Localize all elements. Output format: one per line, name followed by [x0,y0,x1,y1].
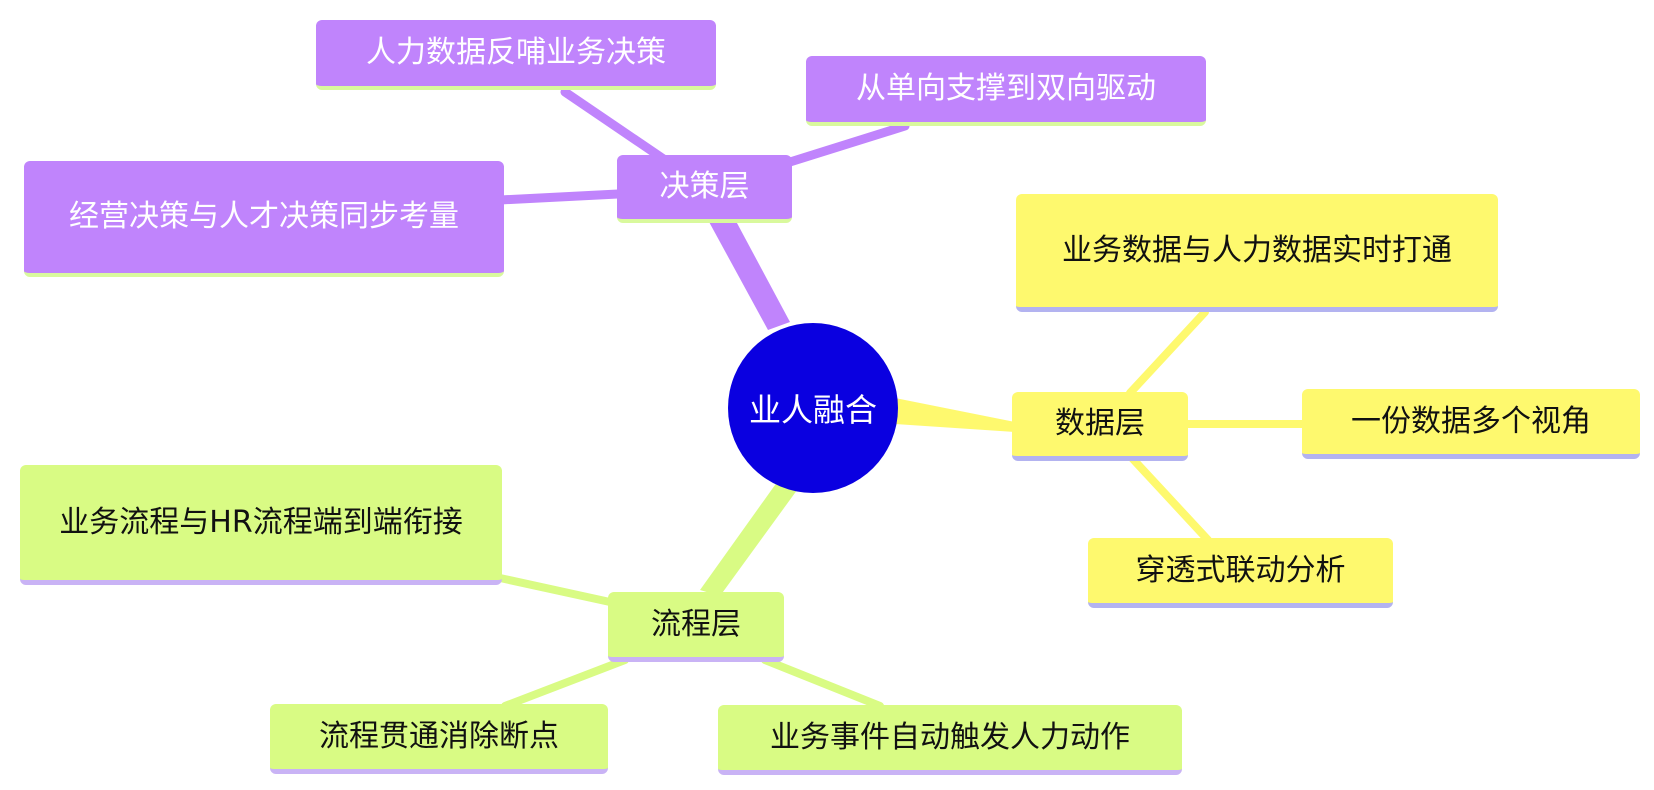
branch-data-label: 数据层 [1055,406,1145,441]
branch-decision-label: 决策层 [659,169,750,204]
link-data-child-1 [1126,308,1209,397]
data-child-3-label: 穿透式联动分析 [1135,552,1346,588]
process-child-3[interactable]: 业务事件自动触发人力动作 [718,705,1182,775]
process-child-2-label: 流程贯通消除断点 [319,718,559,754]
root-node[interactable]: 业人融合 [728,323,898,493]
link-data-child-3 [1128,454,1212,544]
link-root-decision [708,210,790,330]
branch-process[interactable]: 流程层 [608,592,784,662]
process-child-3-label: 业务事件自动触发人力动作 [770,719,1130,755]
branch-decision[interactable]: 决策层 [617,155,792,223]
branch-data[interactable]: 数据层 [1012,392,1188,461]
process-child-2[interactable]: 流程贯通消除断点 [270,704,608,774]
process-child-1-label: 业务流程与HR流程端到端衔接 [59,504,463,540]
link-decision-child-2 [785,121,910,167]
link-decision-child-1 [560,87,670,165]
link-process-child-3 [761,656,884,710]
data-child-2[interactable]: 一份数据多个视角 [1302,389,1640,459]
link-root-process [700,478,800,596]
data-child-1[interactable]: 业务数据与人力数据实时打通 [1016,194,1498,312]
decision-child-1-label: 人力数据反哺业务决策 [366,35,666,70]
data-child-2-label: 一份数据多个视角 [1351,403,1591,439]
data-child-3[interactable]: 穿透式联动分析 [1088,538,1393,608]
decision-child-3[interactable]: 经营决策与人才决策同步考量 [24,161,504,277]
decision-child-2[interactable]: 从单向支撑到双向驱动 [806,56,1206,126]
data-child-1-label: 业务数据与人力数据实时打通 [1062,232,1452,268]
decision-child-3-label: 经营决策与人才决策同步考量 [69,199,459,234]
link-decision-child-3 [495,189,623,205]
branch-process-label: 流程层 [651,606,741,642]
decision-child-1[interactable]: 人力数据反哺业务决策 [316,20,716,90]
link-process-child-1 [496,574,614,606]
root-label: 业人融合 [748,391,877,429]
link-process-child-2 [501,656,629,710]
decision-child-2-label: 从单向支撑到双向驱动 [856,71,1156,106]
link-root-data [895,398,1015,432]
process-child-1[interactable]: 业务流程与HR流程端到端衔接 [20,465,502,585]
